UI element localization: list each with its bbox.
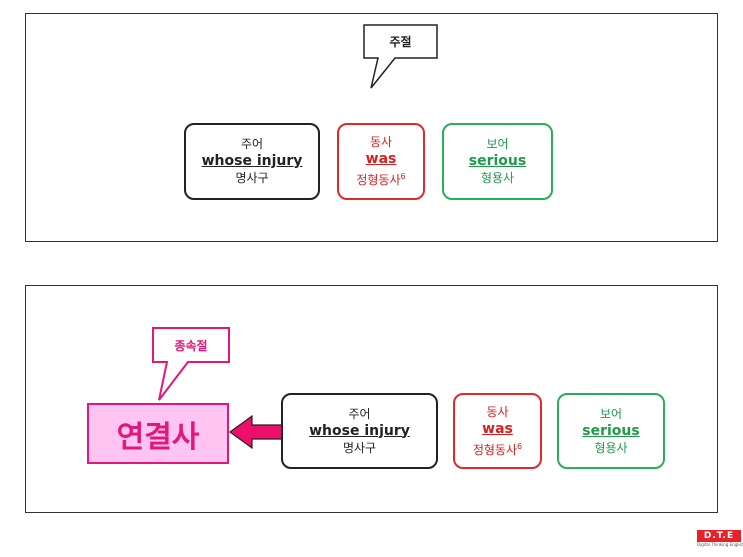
type-label: 명사구	[235, 171, 269, 185]
type-label: 명사구	[342, 440, 377, 455]
top-verb-box: 동사 was 정형동사6	[337, 123, 425, 200]
bottom-complement-box: 보어 serious 형용사	[557, 393, 665, 469]
role-label: 주어	[240, 137, 264, 151]
word: was	[482, 420, 513, 437]
top-complement-box: 보어 serious 형용사	[442, 123, 553, 200]
footnote: 6	[517, 441, 523, 451]
logo-mark: D.T.E	[697, 530, 741, 542]
word: serious	[468, 153, 527, 169]
word: whose injury	[201, 153, 303, 169]
role-label: 보어	[486, 137, 509, 151]
role-label: 동사	[369, 135, 393, 149]
role-label: 보어	[599, 406, 623, 421]
dte-logo: D.T.E Digital Thinking English	[697, 530, 743, 548]
top-subject-box: 주어 whose injury 명사구	[184, 123, 320, 200]
subordinate-callout-shape	[152, 327, 230, 401]
role-label: 동사	[486, 404, 509, 419]
type-label: 형용사	[480, 171, 515, 185]
main-clause-label: 주절	[389, 35, 412, 49]
main-clause-callout-shape	[363, 24, 438, 89]
word: was	[365, 151, 397, 167]
bottom-verb-box: 동사 was 정형동사6	[453, 393, 542, 469]
role-label: 주어	[348, 406, 371, 421]
footnote: 6	[400, 172, 406, 181]
connector-box: 연결사	[87, 403, 229, 464]
type-label: 정형동사	[356, 173, 401, 187]
bottom-subject-box: 주어 whose injury 명사구	[281, 393, 438, 469]
logo-tagline: Digital Thinking English	[697, 542, 743, 547]
type-label: 형용사	[594, 440, 628, 455]
word: serious	[582, 422, 640, 439]
type-label: 정형동사	[472, 442, 518, 457]
subordinate-clause-label: 종속절	[174, 338, 208, 353]
word: whose injury	[309, 422, 410, 439]
